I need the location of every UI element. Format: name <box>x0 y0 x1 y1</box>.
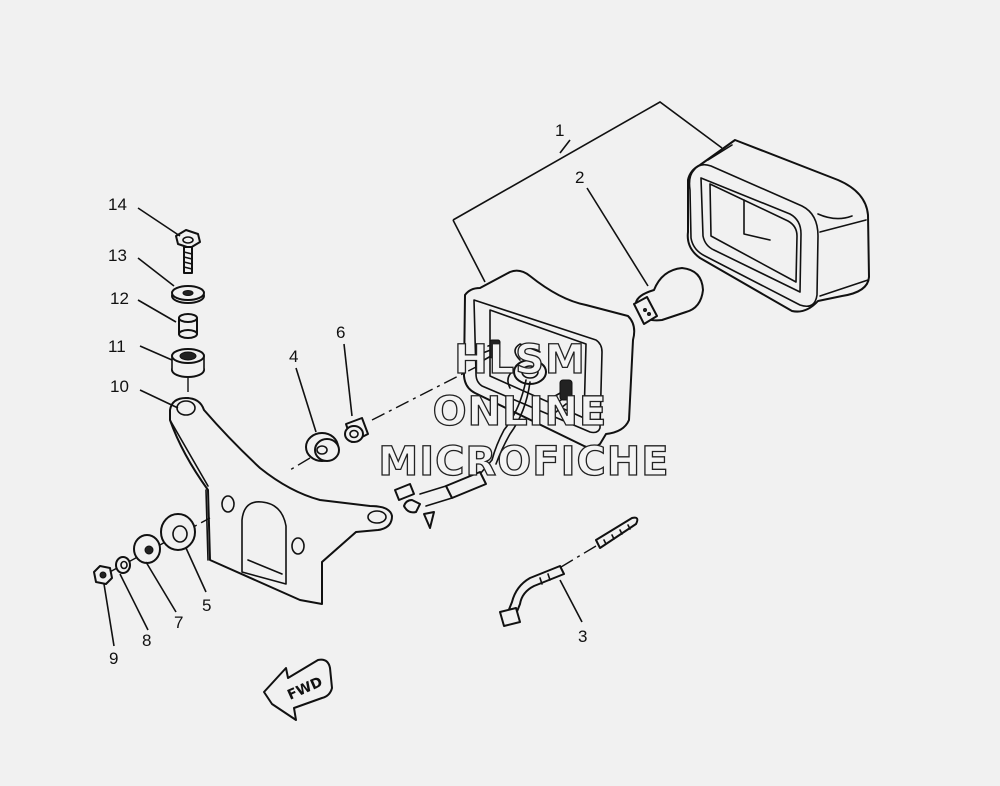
callout-1: 1 <box>555 121 564 140</box>
callout-1-bracket <box>452 101 723 283</box>
part-nut <box>93 565 113 585</box>
part-grommet-5 <box>160 513 196 551</box>
callout-3: 3 <box>578 627 587 646</box>
part-grommet <box>289 432 340 471</box>
callout-2: 2 <box>575 168 584 187</box>
part-lock-washer <box>115 556 131 574</box>
callout-12: 12 <box>110 289 129 308</box>
callout-5-leader <box>185 547 207 593</box>
watermark: HLSM ONLINE MICROFICHE <box>378 336 670 485</box>
callout-3-leader <box>559 579 583 623</box>
callout-8: 8 <box>142 631 151 650</box>
part-bolt <box>175 229 201 274</box>
part-housing <box>463 269 636 449</box>
part-wire-harness <box>394 379 531 529</box>
callout-4: 4 <box>289 347 298 366</box>
part-washer-7 <box>133 534 161 564</box>
watermark-line-1: HLSM <box>454 337 586 383</box>
part-collar <box>344 364 481 443</box>
callout-8-leader <box>119 573 149 631</box>
callout-10-leader <box>139 389 179 409</box>
forward-arrow-icon: FWD <box>263 658 333 721</box>
part-lens-outer <box>686 139 870 313</box>
callout-4-leader <box>295 367 317 433</box>
watermark-line-2: ONLINE <box>433 389 608 435</box>
callout-6: 6 <box>336 323 345 342</box>
part-spacer <box>178 313 198 339</box>
callout-9: 9 <box>109 649 118 668</box>
callout-7: 7 <box>174 613 183 632</box>
watermark-line-3: MICROFICHE <box>378 439 669 485</box>
callout-14-leader <box>137 207 181 237</box>
callout-6-leader <box>343 343 353 417</box>
part-rubber-mount <box>171 348 205 398</box>
callout-13-leader <box>137 257 175 287</box>
part-washer-13 <box>171 285 205 304</box>
callout-5: 5 <box>202 596 211 615</box>
callout-14: 14 <box>108 195 127 214</box>
callout-13: 13 <box>108 246 127 265</box>
part-bracket <box>169 397 393 605</box>
callout-9-leader <box>103 583 115 647</box>
part-cable-tie <box>499 516 639 627</box>
callout-10: 10 <box>110 377 129 396</box>
callout-12-leader <box>137 299 177 323</box>
callout-2-leader <box>586 187 649 287</box>
callout-11-leader <box>139 345 173 361</box>
callout-11: 11 <box>108 337 126 356</box>
callout-7-leader <box>145 561 177 613</box>
